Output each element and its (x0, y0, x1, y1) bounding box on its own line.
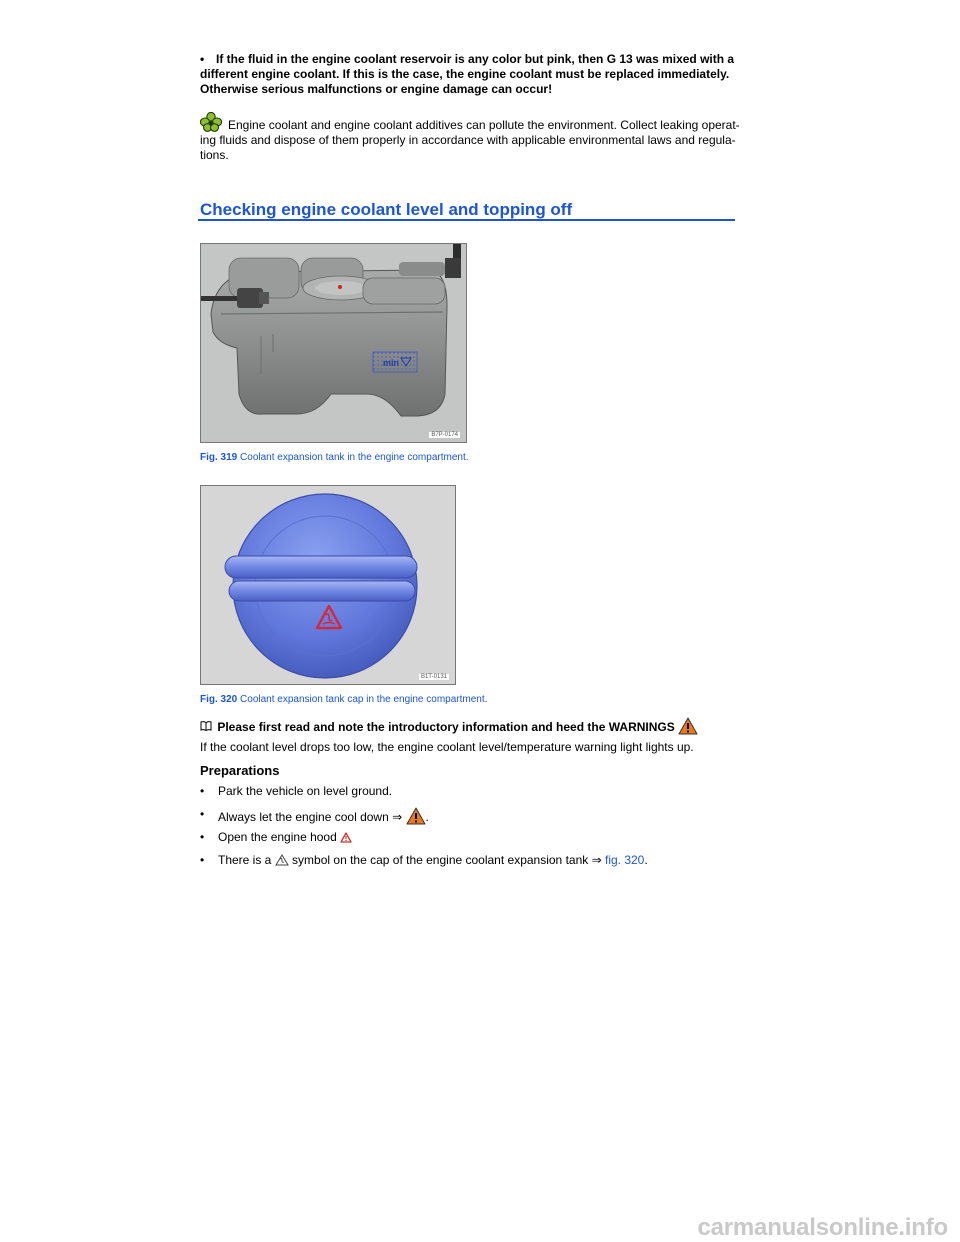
hot-coolant-symbol-icon (274, 854, 289, 870)
footer: carmanualsonline.info (0, 1212, 960, 1242)
watermark: carmanualsonline.info (697, 1214, 948, 1241)
warning-triangle-icon[interactable] (678, 717, 698, 738)
coolant-cap-photo: B1T-0131 (200, 485, 456, 685)
preparations-list: • Park the vehicle on level ground. • Al… (200, 784, 760, 876)
warning-triangle-icon[interactable] (406, 807, 426, 829)
bullet-dot: • (200, 830, 205, 844)
figure-code: B7P-0174 (429, 432, 460, 438)
section-title-rule (198, 219, 735, 221)
list-item-text: Park the vehicle on level ground. (218, 784, 393, 798)
bullet-dot: • (200, 853, 205, 867)
figure-number: Fig. 319 (200, 452, 238, 463)
figure-319-caption: Fig. 319 Coolant expansion tank in the e… (200, 452, 469, 463)
figure-caption-text: Coolant expansion tank in the engine com… (240, 452, 469, 463)
bullet-dot: • (200, 52, 205, 66)
list-item: • Always let the engine cool down ⇒ . (200, 807, 760, 830)
list-item-text: Open the engine hood (218, 830, 337, 844)
list-item-text-end: . (425, 810, 429, 824)
section-title: Checking engine coolant level and toppin… (200, 200, 573, 219)
list-item: • There is a symbol on the cap of the en… (200, 853, 760, 876)
figure-320-caption: Fig. 320 Coolant expansion tank cap in t… (200, 694, 487, 705)
fig-320-link[interactable]: fig. 320 (604, 853, 645, 867)
preparations-title: Preparations (200, 763, 280, 778)
book-icon (200, 721, 214, 734)
warning-bullet: • If the fluid in the engine coolant res… (200, 52, 740, 97)
bullet-dot: • (200, 807, 205, 821)
read-first-text: Please first read and note the introduct… (217, 720, 675, 734)
environment-note: Engine coolant and engine coolant additi… (199, 111, 740, 163)
figure-number: Fig. 320 (200, 694, 238, 705)
environment-note-text: Engine coolant and engine coolant additi… (200, 118, 740, 162)
bullet-dot: • (200, 784, 205, 798)
warning-red-triangle-icon[interactable] (340, 832, 352, 847)
list-item-text: There is a (218, 853, 272, 867)
list-item-text-mid: symbol on the cap of the engine coolant … (292, 853, 602, 867)
list-item-text: Always let the engine cool down ⇒ (218, 810, 403, 824)
coolant-tank-photo: min B7P-0174 (200, 243, 467, 443)
read-first-note: Please first read and note the introduct… (200, 717, 698, 738)
low-level-note: If the coolant level drops too low, the … (200, 740, 694, 754)
figure-caption-text: Coolant expansion tank cap in the engine… (240, 694, 488, 705)
figure-code: B1T-0131 (418, 674, 449, 680)
list-item-text-end: . (644, 853, 648, 867)
min-label: min (383, 358, 399, 368)
leaf-icon (199, 111, 223, 132)
list-item: • Open the engine hood (200, 830, 760, 853)
list-item: • Park the vehicle on level ground. (200, 784, 760, 807)
warning-bullet-text: If the fluid in the engine coolant reser… (200, 52, 735, 96)
